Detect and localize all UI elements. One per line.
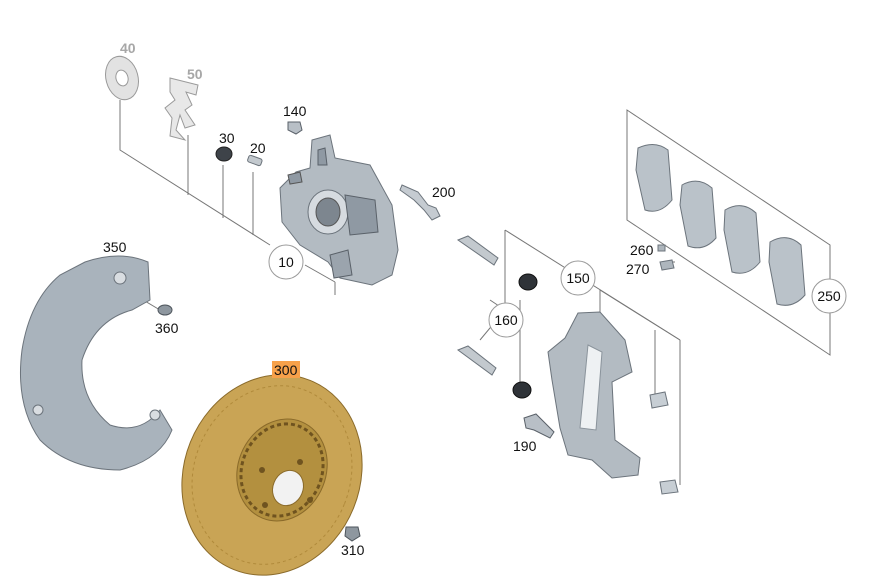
label-50[interactable]: 50 — [187, 66, 203, 82]
callout-160[interactable]: 160 — [488, 302, 524, 338]
label-160[interactable]: 160 — [494, 312, 518, 328]
label-350[interactable]: 350 — [103, 239, 127, 255]
part-250-brake-pads[interactable] — [635, 144, 806, 306]
label-270[interactable]: 270 — [626, 261, 650, 277]
label-310[interactable]: 310 — [341, 542, 365, 558]
part-150-caliper-carrier[interactable] — [547, 311, 641, 479]
label-10[interactable]: 10 — [278, 254, 294, 270]
part-360-screw[interactable] — [157, 304, 173, 316]
label-30[interactable]: 30 — [219, 130, 235, 146]
label-140[interactable]: 140 — [283, 103, 307, 119]
callout-300-highlight[interactable]: 300 — [272, 361, 300, 378]
part-30-guide-sleeve[interactable] — [215, 146, 233, 162]
part-300-brake-disc[interactable] — [152, 347, 392, 585]
callout-150[interactable]: 150 — [560, 260, 596, 296]
label-190[interactable]: 190 — [513, 438, 537, 454]
part-20-bleeder-screw[interactable] — [247, 154, 263, 167]
part-50-spring-clip[interactable] — [164, 77, 199, 141]
part-carrier-clips[interactable] — [649, 391, 679, 495]
part-160-guide-pins[interactable] — [456, 235, 538, 399]
label-200[interactable]: 200 — [432, 184, 456, 200]
part-labels: 40 50 30 20 140 200 10 350 360 300 310 1… — [103, 40, 847, 558]
part-190-bolt[interactable] — [523, 413, 555, 439]
part-40-washer[interactable] — [101, 53, 143, 104]
label-40[interactable]: 40 — [120, 40, 136, 56]
callout-250[interactable]: 250 — [811, 278, 847, 314]
part-260-270-clips[interactable] — [657, 244, 675, 271]
part-140-bolt[interactable] — [287, 121, 303, 135]
label-150[interactable]: 150 — [566, 270, 590, 286]
part-200-wear-sensor[interactable] — [399, 184, 441, 221]
part-310-screw[interactable] — [344, 526, 361, 542]
label-20[interactable]: 20 — [250, 140, 266, 156]
label-360[interactable]: 360 — [155, 320, 179, 336]
label-250[interactable]: 250 — [817, 288, 841, 304]
callout-10[interactable]: 10 — [268, 244, 304, 280]
label-260[interactable]: 260 — [630, 242, 654, 258]
label-300[interactable]: 300 — [274, 362, 298, 378]
part-10-brake-caliper[interactable] — [279, 134, 399, 286]
part-350-splash-shield[interactable] — [19, 255, 173, 471]
